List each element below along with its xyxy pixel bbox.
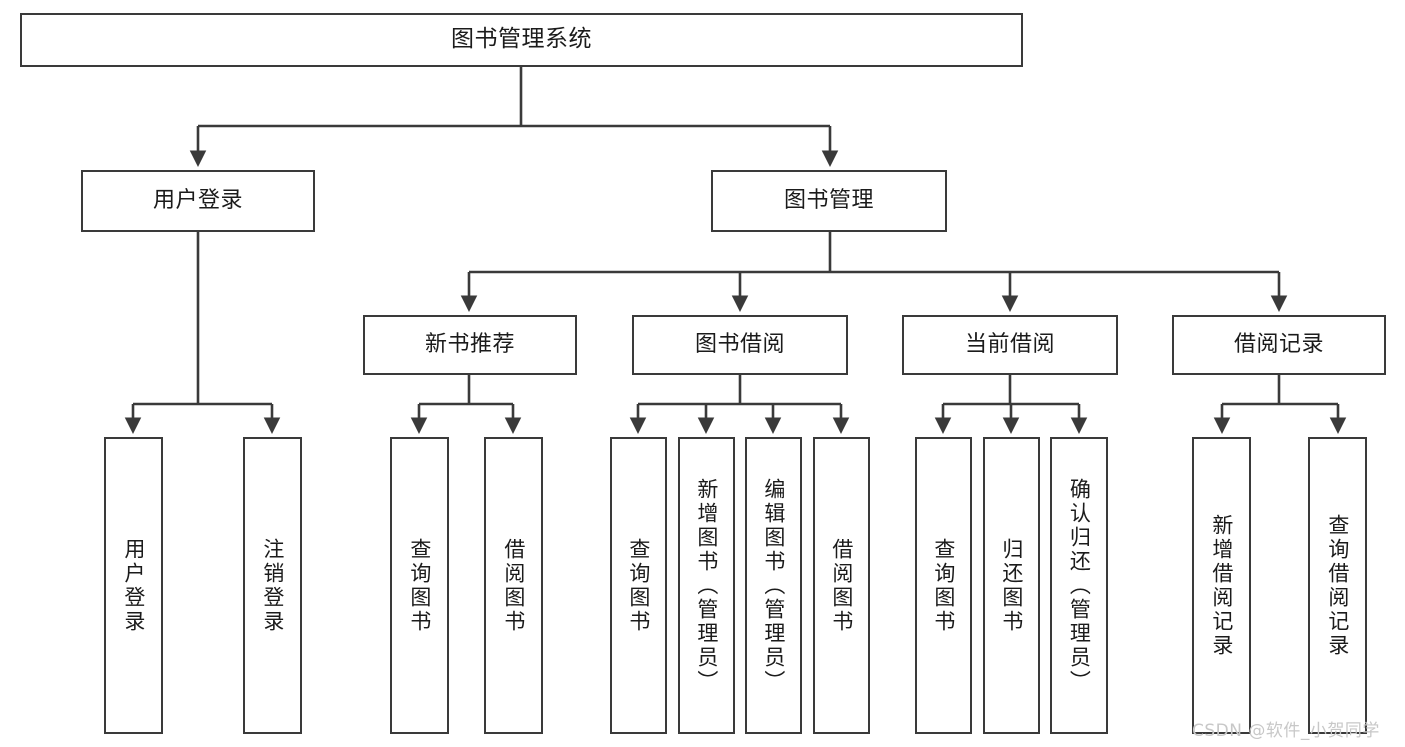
node-leaf-record-add-record[interactable]: 新增借阅记录 (1192, 437, 1251, 734)
node-label: 查询图书 (407, 537, 432, 634)
node-label: 查询图书 (931, 537, 956, 634)
node-label: 归还图书 (999, 537, 1024, 634)
node-label: 图书管理系统 (451, 26, 592, 53)
node-label: 当前借阅 (964, 332, 1055, 358)
node-label: 借阅图书 (501, 537, 526, 634)
node-leaf-recommend-query-book[interactable]: 查询图书 (390, 437, 449, 734)
node-leaf-borrow-edit-book[interactable]: 编辑图书（管理员） (745, 437, 802, 734)
node-label: 图书借阅 (694, 332, 785, 358)
node-leaf-current-query-book[interactable]: 查询图书 (915, 437, 972, 734)
node-label: 确认归还（管理员） (1067, 477, 1092, 694)
node-label: 查询借阅记录 (1325, 513, 1350, 658)
node-leaf-logout[interactable]: 注销登录 (243, 437, 302, 734)
node-leaf-borrow-query-book[interactable]: 查询图书 (610, 437, 667, 734)
node-label: 新增图书（管理员） (694, 477, 719, 694)
node-leaf-borrow-add-book[interactable]: 新增图书（管理员） (678, 437, 735, 734)
node-leaf-recommend-borrow-book[interactable]: 借阅图书 (484, 437, 543, 734)
node-label: 用户登录 (152, 188, 243, 214)
node-user-login[interactable]: 用户登录 (81, 170, 315, 232)
node-book-management[interactable]: 图书管理 (711, 170, 947, 232)
node-book-borrow[interactable]: 图书借阅 (632, 315, 848, 375)
node-label: 编辑图书（管理员） (761, 477, 786, 694)
node-borrow-record[interactable]: 借阅记录 (1172, 315, 1386, 375)
node-leaf-user-login[interactable]: 用户登录 (104, 437, 163, 734)
node-current-borrow[interactable]: 当前借阅 (902, 315, 1118, 375)
node-label: 借阅图书 (829, 537, 854, 634)
node-label: 图书管理 (783, 188, 874, 214)
node-leaf-current-confirm-return[interactable]: 确认归还（管理员） (1050, 437, 1108, 734)
node-root-system[interactable]: 图书管理系统 (20, 13, 1023, 67)
node-label: 用户登录 (121, 537, 146, 634)
node-label: 新书推荐 (424, 332, 515, 358)
node-leaf-record-query-record[interactable]: 查询借阅记录 (1308, 437, 1367, 734)
node-label: 新增借阅记录 (1209, 513, 1234, 658)
node-label: 查询图书 (626, 537, 651, 634)
csdn-watermark: CSDN @软件_小贺同学 (1192, 721, 1380, 741)
node-leaf-borrow-borrow-book[interactable]: 借阅图书 (813, 437, 870, 734)
node-leaf-current-return-book[interactable]: 归还图书 (983, 437, 1040, 734)
node-label: 借阅记录 (1233, 332, 1324, 358)
node-new-book-recommend[interactable]: 新书推荐 (363, 315, 577, 375)
node-label: 注销登录 (260, 537, 285, 634)
